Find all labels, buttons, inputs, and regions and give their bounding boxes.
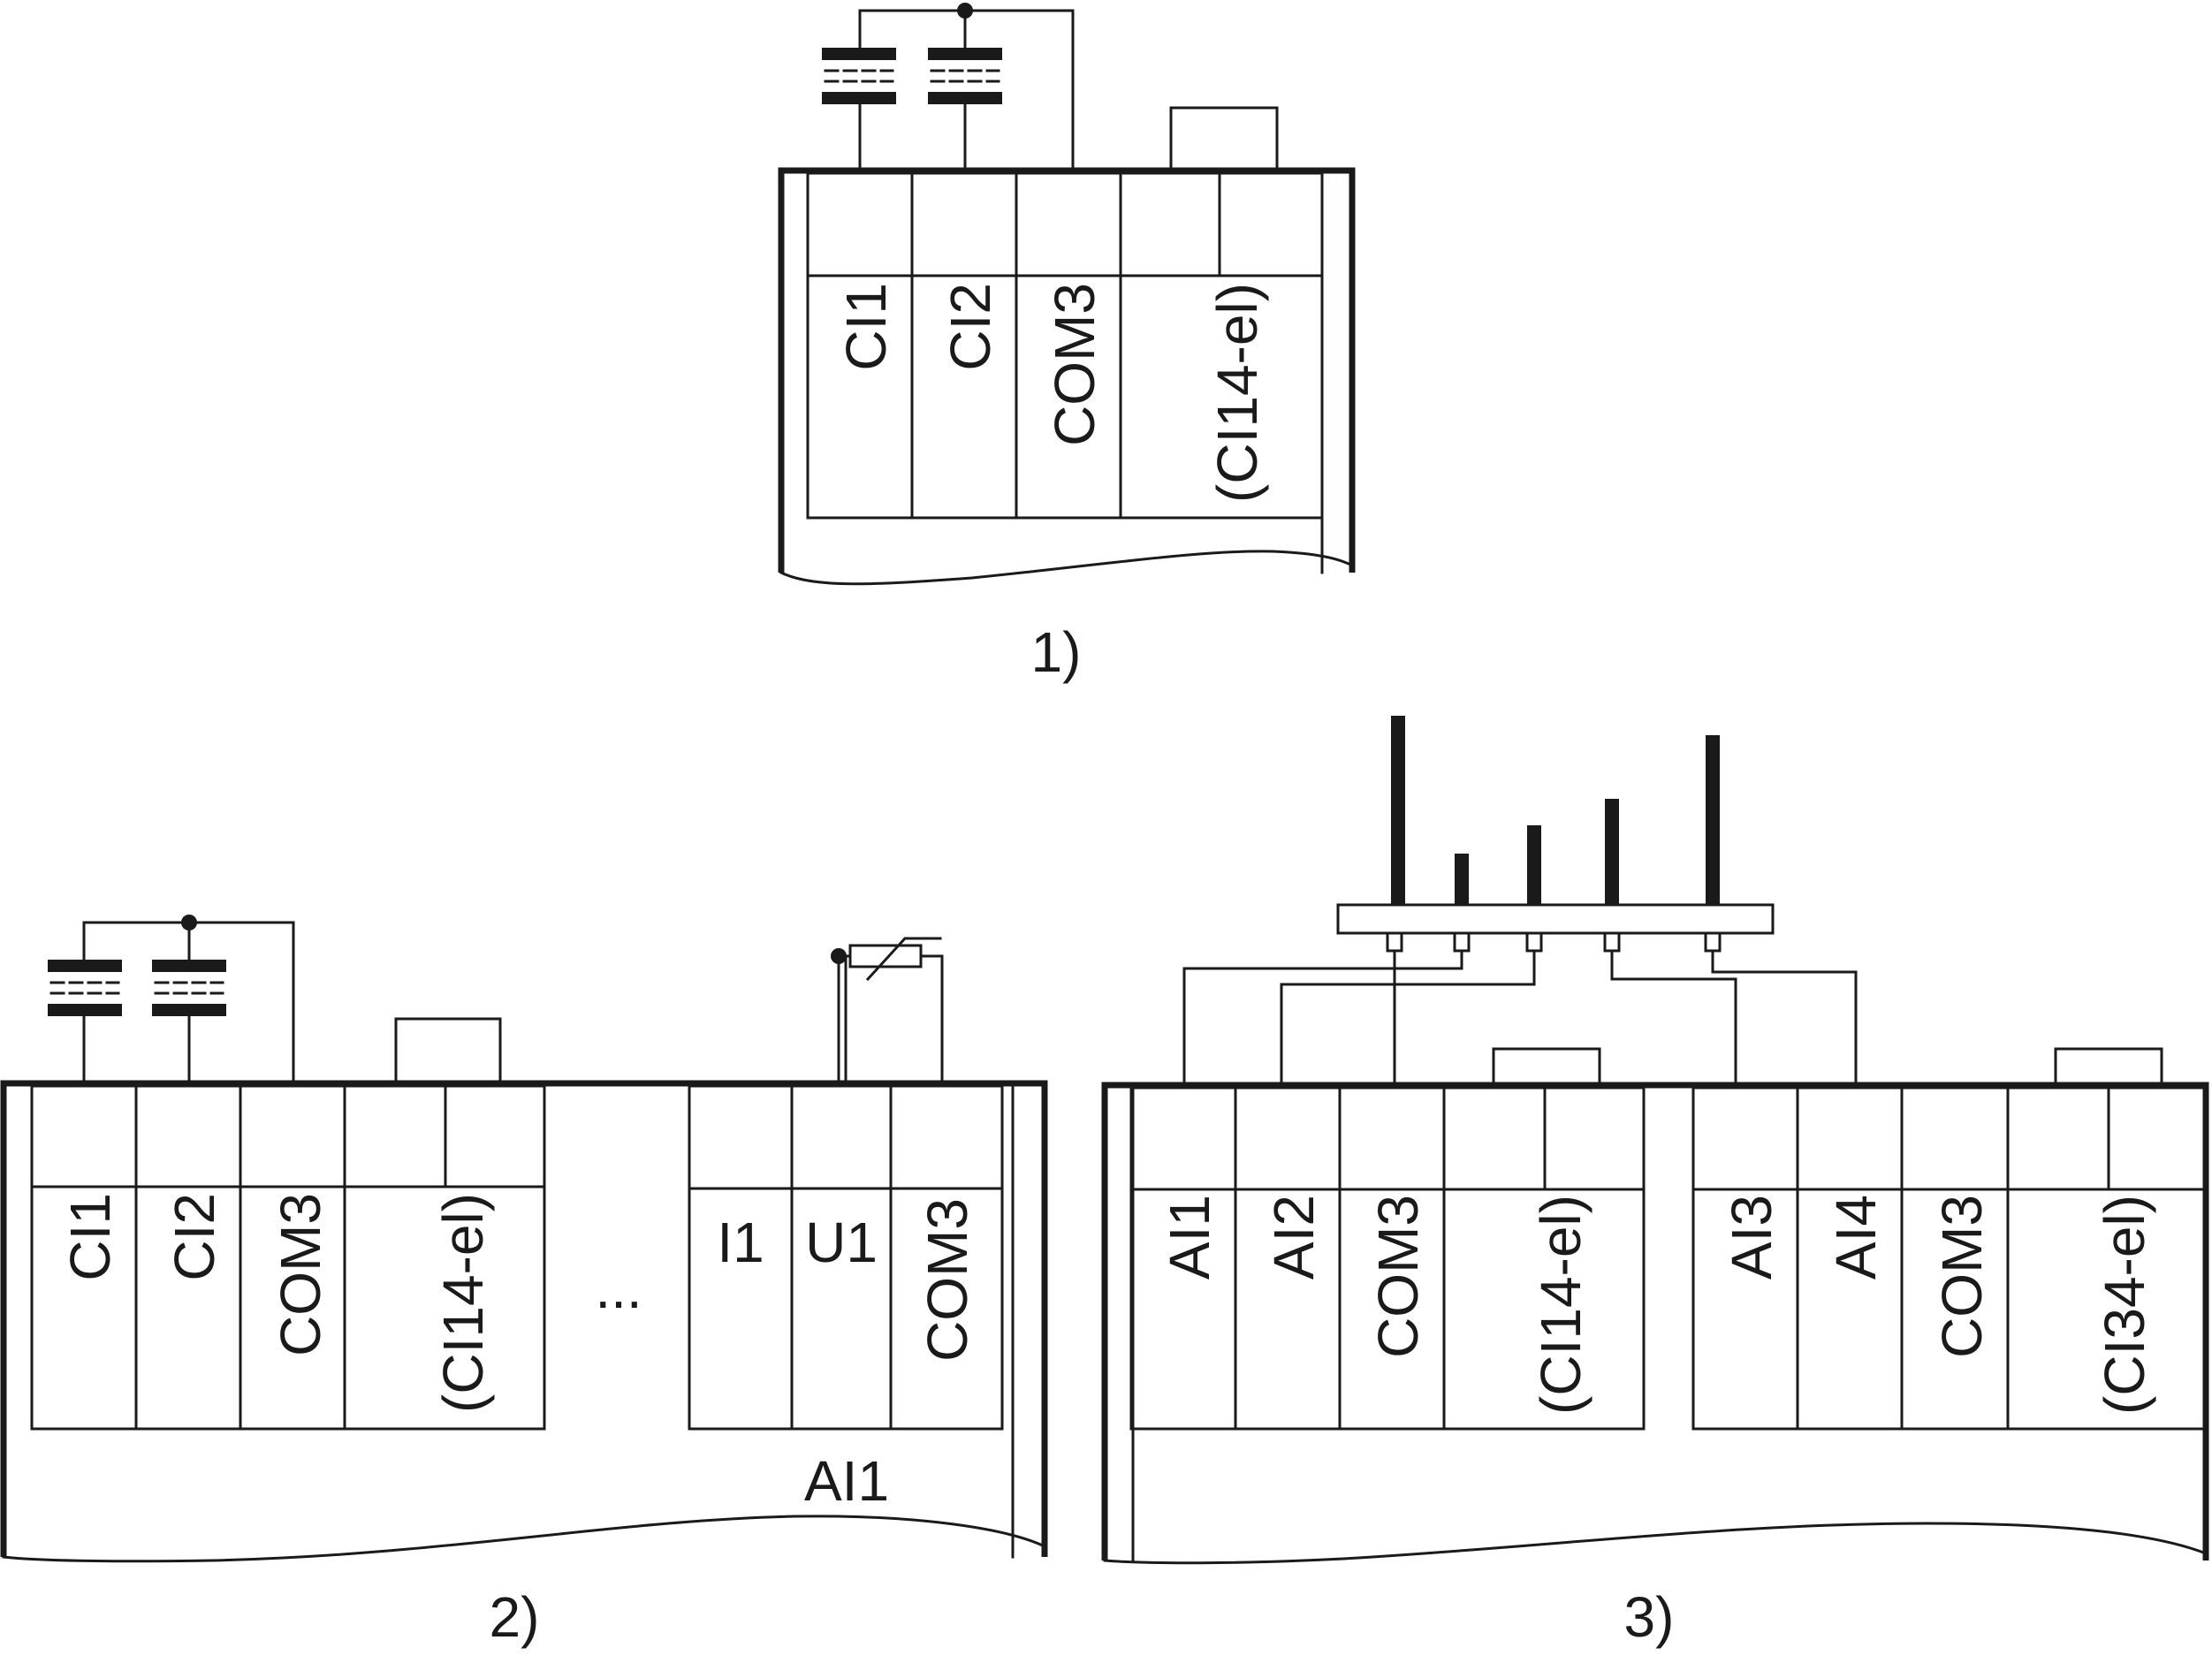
jumper-bridge-2 — [394, 1017, 502, 1085]
terminal-label: U1 — [805, 1211, 878, 1274]
ellipsis: ... — [595, 1257, 642, 1320]
terminal-block-2-right — [688, 1084, 1004, 1431]
terminal-label: AI4 — [1824, 1195, 1888, 1280]
jumper-bridge-3-right — [2054, 1047, 2163, 1087]
terminal-block-3-left — [1129, 1086, 1646, 1431]
terminal-label: AI3 — [1720, 1195, 1783, 1280]
terminal-label: AI2 — [1262, 1195, 1326, 1280]
junction-dot — [957, 3, 973, 19]
wiring-1 — [858, 3, 1075, 172]
terminal-label: CI2 — [939, 283, 1002, 371]
diagram-3: AI1 AI2 COM3 (CI14-el) AI3 AI4 COM3 (CI3… — [1101, 716, 2209, 1649]
sensor-ci1-icon — [822, 48, 896, 104]
module-label: AI1 — [804, 1449, 889, 1513]
jumper-bridge-3-left — [1492, 1047, 1601, 1087]
terminal-label: COM3 — [269, 1193, 332, 1356]
diagram-caption: 3) — [1624, 1585, 1675, 1649]
sensor-ci1-icon — [48, 960, 122, 1016]
diagram-caption: 2) — [490, 1585, 540, 1649]
terminal-block-3-right — [1691, 1086, 2209, 1431]
terminal-label: COM3 — [1043, 283, 1106, 446]
junction-dot — [181, 915, 197, 930]
terminal-label: AI1 — [1158, 1195, 1221, 1280]
terminal-label: COM3 — [916, 1198, 979, 1362]
terminal-label: (CI34-el) — [2093, 1195, 2156, 1415]
terminal-block-1 — [806, 171, 1324, 520]
wiring-2-left — [82, 915, 295, 1085]
diagram-caption: 1) — [1031, 620, 1082, 684]
sensor-ci2-icon — [928, 48, 1002, 104]
housing-2 — [0, 1080, 1048, 1563]
wiring-3 — [1182, 949, 1858, 1087]
terminal-label: CI2 — [163, 1193, 226, 1281]
sensor-ci2-icon — [152, 960, 226, 1016]
terminal-label: CI1 — [58, 1193, 122, 1281]
terminal-label: COM3 — [1930, 1195, 1994, 1358]
thermistor-icon — [831, 937, 944, 1085]
terminal-label: COM3 — [1366, 1195, 1430, 1358]
terminal-label: I1 — [717, 1211, 764, 1274]
terminal-label: (CI14-el) — [1205, 283, 1269, 503]
terminal-label: (CI14-el) — [431, 1193, 495, 1413]
junction-dot — [831, 948, 847, 964]
level-probe-icon — [1336, 716, 1775, 953]
diagram-1: CI1 CI2 COM3 (CI14-el) 1) — [778, 3, 1356, 684]
jumper-bridge-1 — [1169, 106, 1279, 172]
terminal-label: CI1 — [834, 283, 898, 371]
housing-3 — [1101, 1082, 2209, 1565]
diagram-2: CI1 CI2 COM3 (CI14-el) ... I1 U1 COM3 AI… — [0, 915, 1048, 1649]
terminal-block-2-left — [30, 1084, 546, 1431]
terminal-label: (CI14-el) — [1529, 1195, 1592, 1415]
